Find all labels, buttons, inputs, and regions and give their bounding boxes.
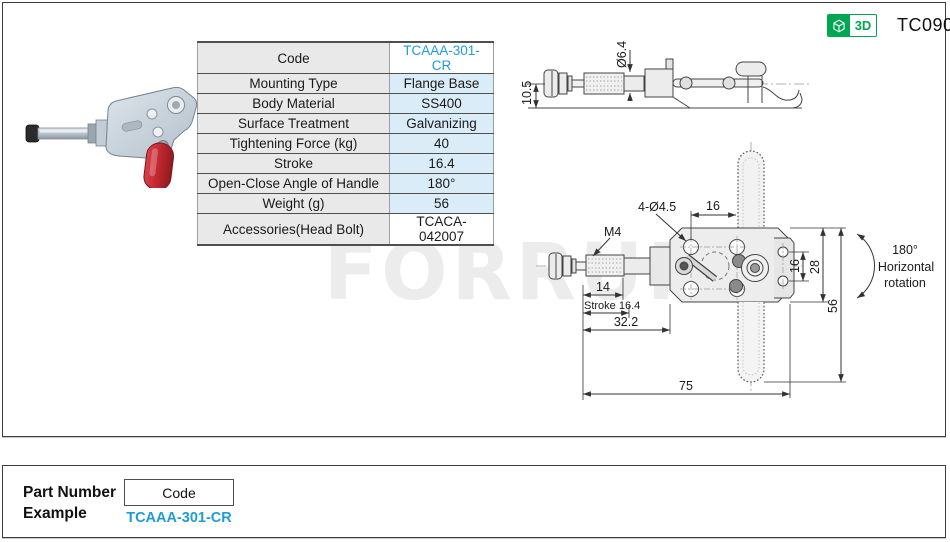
badge-3d-label: 3D [854, 18, 872, 33]
spec-label: Stroke [197, 153, 390, 174]
dim-label-body-length: 32.2 [614, 315, 638, 329]
clamp-photo-group [25, 86, 198, 188]
code-header-box: Code [124, 479, 234, 506]
spec-value: TCACA-042007 [389, 213, 494, 246]
spec-value: Flange Base [389, 73, 494, 94]
front-view-drawing [536, 142, 875, 400]
spec-label: Surface Treatment [197, 113, 390, 134]
title-line-2: Example [23, 505, 87, 522]
dim-label-total-length: 75 [679, 379, 693, 393]
spec-table: Code TCAAA-301-CR Mounting Type Flange B… [197, 41, 494, 246]
spec-value: 180° [389, 173, 494, 194]
dim-label-flange-height: 28 [808, 260, 822, 274]
spec-label: Body Material [197, 93, 390, 114]
spec-label: Weight (g) [197, 193, 390, 214]
table-row: Code TCAAA-301-CR [197, 41, 494, 74]
table-row: Accessories(Head Bolt) TCACA-042007 [197, 213, 494, 246]
spec-value-code-link[interactable]: TCAAA-301-CR [389, 41, 494, 74]
dim-label-hole-spacing: 16 [788, 259, 802, 273]
part-number-example-title: Part Number Example [23, 482, 116, 524]
spec-label: Mounting Type [197, 73, 390, 94]
spec-value: Galvanizing [389, 113, 494, 134]
part-series-code: TC090 [897, 15, 950, 35]
dim-label-base-height: 10.5 [520, 81, 534, 105]
part-number-example-panel: Part Number Example Code TCAAA-301-CR [2, 465, 946, 538]
spec-value: 40 [389, 133, 494, 154]
technical-drawing: Ø6.4 10.5 [520, 41, 934, 400]
table-row: Body Material SS400 [197, 93, 494, 114]
table-row: Stroke 16.4 [197, 153, 494, 174]
title-line-1: Part Number [23, 484, 117, 501]
spec-label: Open-Close Angle of Handle [197, 173, 390, 194]
product-photo [25, 86, 198, 188]
side-view-drawing [524, 50, 812, 109]
spec-value: 16.4 [389, 153, 494, 174]
spec-label: Accessories(Head Bolt) [197, 213, 390, 246]
table-row: Weight (g) 56 [197, 193, 494, 214]
spec-value: SS400 [389, 93, 494, 114]
table-row: Surface Treatment Galvanizing [197, 113, 494, 134]
part-number-code-link[interactable]: TCAAA-301-CR [126, 510, 232, 526]
dim-label-thread-length: 14 [596, 280, 610, 294]
table-row: Tightening Force (kg) 40 [197, 133, 494, 154]
dim-label-handle-offset: 16 [706, 199, 720, 213]
spec-value: 56 [389, 193, 494, 214]
dim-label-plunger-diameter: Ø6.4 [615, 41, 629, 68]
dim-label-thread-size: M4 [604, 225, 621, 239]
view-3d-badge[interactable]: 3D [827, 14, 877, 37]
spec-label: Tightening Force (kg) [197, 133, 390, 154]
rotation-note-word2: rotation [884, 276, 926, 290]
table-row: Mounting Type Flange Base [197, 73, 494, 94]
table-row: Open-Close Angle of Handle 180° [197, 173, 494, 194]
rotation-note-word1: Horizontal [878, 260, 934, 274]
dim-label-stroke: Stroke 16.4 [584, 300, 640, 312]
cube-3d-icon [828, 15, 850, 36]
dim-label-total-height: 56 [826, 299, 840, 313]
spec-label: Code [197, 41, 390, 74]
dim-label-mounting-holes: 4-Ø4.5 [638, 200, 676, 214]
rotation-note-degrees: 180° [892, 243, 918, 257]
